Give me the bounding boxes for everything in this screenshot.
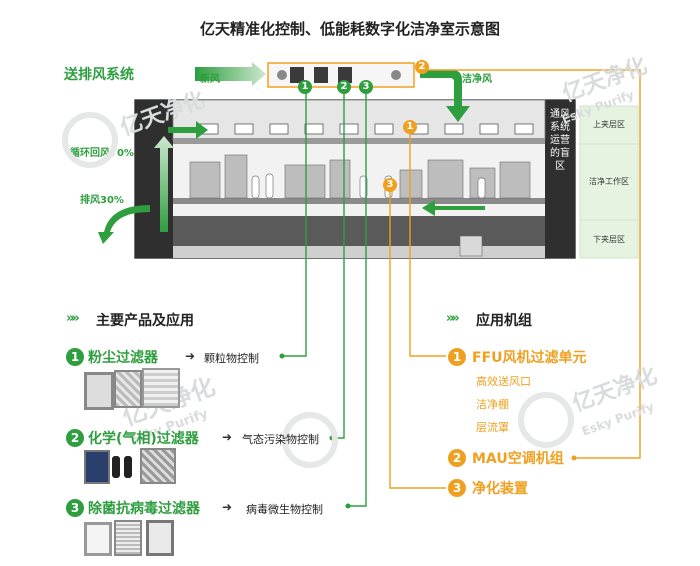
unit-1-number: 1 (448, 348, 466, 366)
lower-unit (459, 235, 483, 257)
clean-air-label: 洁净风 (462, 74, 492, 85)
marker-1-orange: 1 (403, 120, 417, 134)
section-chevron-icon: »» (66, 311, 80, 326)
product-3-name: 除菌抗病毒过滤器 (88, 501, 200, 517)
right-wall (545, 100, 575, 258)
arrow-right-icon: ➜ (222, 430, 233, 444)
zone-lower: 下夹层区 (593, 235, 625, 244)
clean-air-arrow (420, 70, 470, 122)
marker-2-green: 2 (337, 80, 351, 94)
product-1-name: 粉尘过滤器 (88, 350, 158, 366)
product-2-name: 化学(气相)过滤器 (88, 431, 199, 447)
marker-2-orange: 2 (415, 60, 429, 74)
filter-image (142, 368, 180, 408)
unit-2-number: 2 (448, 449, 466, 467)
product-2-application: 气态污染物控制 (242, 433, 319, 446)
section-chevron-icon: »» (446, 311, 460, 326)
filter-image (112, 456, 120, 478)
base-slab (173, 246, 545, 258)
product-2-number: 2 (66, 429, 84, 447)
ceiling (173, 138, 545, 144)
marker-1-green: 1 (298, 80, 312, 94)
filter-image (84, 372, 114, 410)
unit-2-name: MAU空调机组 (472, 451, 564, 467)
filter-image (114, 520, 142, 556)
watermark-logo-icon (282, 412, 338, 468)
filter-image (114, 370, 142, 408)
product-3-application: 病毒微生物控制 (246, 503, 323, 516)
products-section-title: 主要产品及应用 (96, 313, 194, 329)
units-section-title: 应用机组 (476, 313, 532, 329)
return-arrow-left (422, 200, 485, 216)
unit-1-sub-2: 洁净棚 (476, 398, 509, 411)
blind-zone-text: 通风系统运营的盲区 (550, 109, 570, 172)
raised-floor (173, 198, 545, 204)
unit-1-name: FFU风机过滤单元 (472, 350, 587, 366)
recirc-arrow-right (168, 121, 208, 139)
exhaust-label: 排风30% (80, 195, 124, 206)
fresh-air-arrow (195, 62, 266, 86)
arrow-right-icon: ➜ (222, 500, 233, 514)
marker-3-green: 3 (359, 80, 373, 94)
marker-3-orange: 3 (383, 178, 397, 192)
filter-image (124, 456, 132, 478)
watermark-logo-icon (518, 392, 574, 448)
zone-upper: 上夹层区 (593, 120, 625, 129)
product-1-application: 颗粒物控制 (204, 352, 259, 365)
exhaust-arrow (98, 205, 150, 244)
zone-work: 洁净工作区 (589, 177, 629, 186)
zone-column (579, 105, 639, 259)
filter-image (146, 520, 174, 556)
filter-image (84, 450, 110, 484)
unit-3-name: 净化装置 (472, 481, 528, 497)
fresh-air-label: 新风 (200, 74, 220, 85)
watermark-logo-icon (62, 112, 118, 168)
recirc-arrow-up (154, 136, 174, 232)
arrow-right-icon: ➜ (185, 349, 196, 363)
workers (251, 173, 486, 199)
exhaust-system-label: 送排风系统 (64, 67, 134, 83)
product-1-number: 1 (66, 348, 84, 366)
equipment (189, 154, 531, 199)
ffu-row (199, 123, 534, 135)
unit-connectors (389, 69, 641, 489)
ahu-sections (290, 67, 352, 83)
page-title: 亿天精准化控制、低能耗数字化洁净室示意图 (199, 20, 500, 38)
unit-1-sub-3: 层流罩 (476, 421, 509, 434)
product-3-number: 3 (66, 499, 84, 517)
unit-dots (571, 455, 577, 461)
unit-1-sub-1: 高效送风口 (476, 375, 531, 388)
ahu-fans (277, 70, 401, 80)
lower-plenum (173, 216, 545, 246)
unit-3-number: 3 (448, 479, 466, 497)
filter-image (84, 522, 112, 556)
filter-image (140, 448, 176, 484)
